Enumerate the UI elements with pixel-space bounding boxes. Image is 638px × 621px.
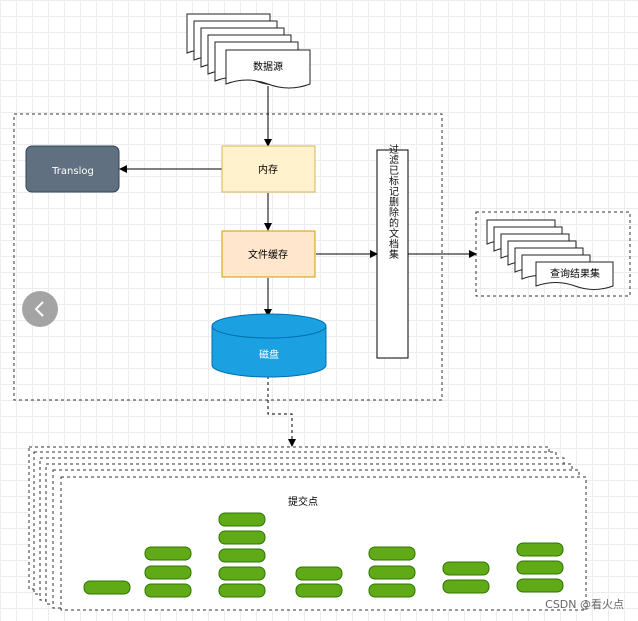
memory-box [221,145,316,193]
filter-box [376,149,409,359]
disk-label: 磁盘 [259,348,279,361]
back-button[interactable] [22,291,58,327]
data-source-stack [186,13,311,89]
translog-label: Translog [51,166,94,177]
data-source-label: 数据源 [253,60,283,73]
commit-point-label: 提交点 [288,495,318,508]
disk-cylinder [211,313,327,378]
segment-discs [83,512,564,598]
query-result-stack [486,219,614,290]
query-result-label: 查询结果集 [550,267,600,280]
chevron-left-icon [34,301,44,317]
memory-label: 内存 [258,163,278,176]
file-cache-label: 文件缓存 [248,248,288,261]
query-result-frame [475,211,631,297]
file-cache-box [221,230,316,278]
main-frame [13,113,443,401]
translog-box [25,145,120,193]
filter-label: 过滤已标记删除的文档集 [387,143,399,260]
watermark: CSDN @看火点 [545,598,624,611]
